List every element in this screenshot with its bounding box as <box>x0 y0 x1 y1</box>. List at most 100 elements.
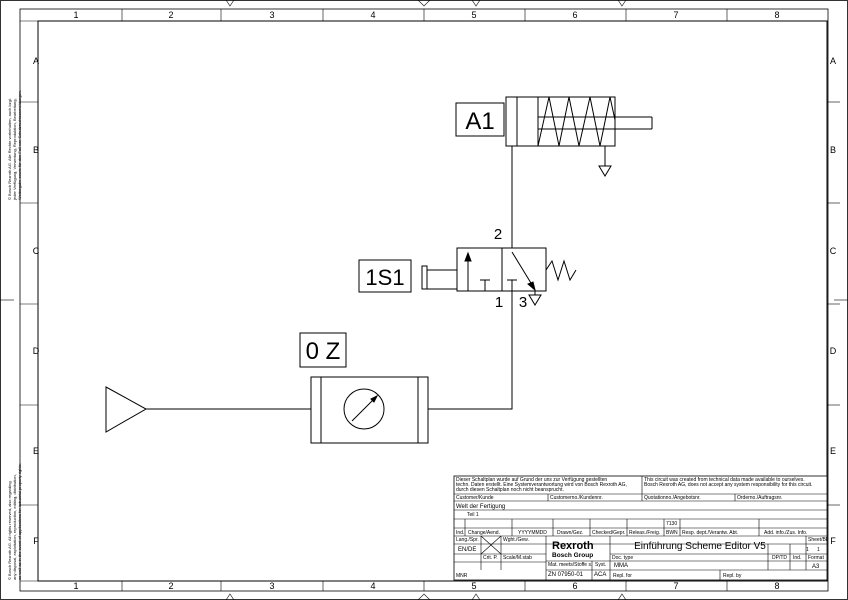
format-label: Format <box>808 555 824 561</box>
order-label: Orderno./Auftragsnr. <box>737 495 782 501</box>
valve-label: 1S1 <box>365 265 404 290</box>
row-label: B <box>830 145 836 155</box>
pressure-source-icon <box>105 386 148 433</box>
scale-label: Scale/M.stab <box>503 555 532 561</box>
row-label: F <box>830 536 836 546</box>
row-labels-left: A B C D E F <box>33 56 40 546</box>
column-label: 4 <box>370 581 375 591</box>
row-label: A <box>830 56 836 66</box>
valve-tag: 1S1 <box>358 259 412 293</box>
dpitd-label: DP/TD <box>772 555 787 561</box>
valve-port-1-label: 1 <box>495 294 503 311</box>
column-label: 7 <box>673 10 678 20</box>
pneumatic-lines <box>146 146 513 410</box>
column-label: 6 <box>572 581 577 591</box>
customer-no-label: Customerno./Kundennr. <box>550 495 603 501</box>
brand-logo: Rexroth <box>552 540 594 552</box>
title-block-text: Dieser Schaltplan wurde auf Grund der un… <box>456 477 828 579</box>
column-label: 7 <box>673 581 678 591</box>
cylinder-tag: A1 <box>455 102 505 137</box>
column-label: 3 <box>269 581 274 591</box>
column-labels-bottom: 1 2 3 4 5 6 7 8 <box>73 581 779 591</box>
copyright-line: as well as in the event of applications … <box>17 463 22 580</box>
column-label: 5 <box>471 581 476 591</box>
column-label: 6 <box>572 10 577 20</box>
column-labels-top: 1 2 3 4 5 6 7 8 <box>73 10 779 20</box>
mnr-label: MNR <box>456 573 468 579</box>
cylinder-label: A1 <box>465 108 494 135</box>
note-de-line: Dieser Schaltplan wurde auf Grund der un… <box>456 477 607 483</box>
pressure-gauge-icon <box>343 388 385 430</box>
note-de-line: durch diesen Schaltplan noch nicht beans… <box>456 487 564 493</box>
ind-label: Ind. <box>456 530 464 536</box>
row-label: F <box>33 536 39 546</box>
copyright-line: any disposal, exploitation, reproduction… <box>12 474 17 580</box>
row-label: B <box>33 145 39 155</box>
single-acting-cylinder <box>505 96 653 177</box>
sheet-label: Sheet/Bl. <box>808 537 828 543</box>
row-label: D <box>830 346 837 356</box>
directional-valve <box>421 247 577 306</box>
column-label: 5 <box>471 10 476 20</box>
column-label: 1 <box>73 10 78 20</box>
column-label: 8 <box>774 581 779 591</box>
doc-type-value: MMA <box>614 563 628 569</box>
title-block <box>453 475 828 581</box>
row-label: A <box>33 56 39 66</box>
column-label: 2 <box>168 581 173 591</box>
resp-dept-label: Resp. dept./Verantw. Abt. <box>682 530 738 536</box>
valve-port-3-label: 3 <box>519 294 527 311</box>
crit-label: Crit. P. <box>483 555 498 561</box>
note-en-line: This circuit was created from technical … <box>644 477 805 483</box>
bwn-label: BWN <box>666 530 678 536</box>
copyright-line: © Bosch Rexroth AG. Alle Rechte vorbehal… <box>7 98 12 200</box>
note-de-line: techn. Daten erstellt. Eine Systemverant… <box>456 482 627 488</box>
drawn-label: Drawn/Gez. <box>557 530 583 536</box>
date-label: YYYYMMDD <box>518 530 547 536</box>
column-label: 3 <box>269 10 274 20</box>
column-label: 1 <box>73 581 78 591</box>
release-label: Releas./Freig. <box>629 530 660 536</box>
lang-value: EN/DE <box>458 547 476 553</box>
row-label: C <box>830 246 837 256</box>
lang-label: Lang./Spr. <box>456 537 479 543</box>
repl-for-label: Repl. for <box>613 573 632 579</box>
syst-value: ACA <box>594 572 606 578</box>
row-label: E <box>830 446 836 456</box>
format-value: A3 <box>812 564 820 570</box>
column-label: 8 <box>774 10 779 20</box>
weight-label: Wght./Gew. <box>503 537 529 543</box>
row-label: E <box>33 446 39 456</box>
part-label: Teil 1 <box>467 512 479 518</box>
copyright-note-top: © Bosch Rexroth AG. Alle Rechte vorbehal… <box>7 90 22 201</box>
copyright-note-bottom: © Bosch Rexroth AG. All rights reserved,… <box>7 463 22 580</box>
service-unit-tag: 0 Z <box>299 332 347 368</box>
brand-sub: Bosch Group <box>552 552 593 559</box>
sheet-value: 1 <box>806 547 809 553</box>
row-label: D <box>33 346 40 356</box>
mat-label: Mat. meets/Stoffe s. <box>548 562 592 568</box>
row-labels-right: A B C D E F <box>830 56 837 546</box>
change-label: Change/Aend. <box>468 530 500 536</box>
copyright-line: Weitergabe sowie für den Fall von Schutz… <box>17 90 22 200</box>
copyright-line: © Bosch Rexroth AG. All rights reserved,… <box>7 481 12 580</box>
quotation-label: Quotationno./Angebotsnr. <box>644 495 701 501</box>
sheet-total: 1 <box>817 547 820 553</box>
customer-label: Customer/Kunde <box>456 495 494 501</box>
customer-value: Welt der Fertigung <box>456 504 505 510</box>
mat-value: ZN 07950-01 <box>548 572 584 578</box>
syst-label: Syst. <box>595 562 606 568</box>
note-en-line: Bosch Rexroth AG, does not accept any sy… <box>644 482 812 488</box>
service-unit-label: 0 Z <box>306 338 341 365</box>
column-label: 4 <box>370 10 375 20</box>
row-ticks <box>20 101 840 506</box>
ind2-label: Ind. <box>793 555 801 561</box>
copyright-line: jeder Verfügung, Verwertung, Reproduktio… <box>12 98 17 201</box>
drawing-title: Einführung Scheme Editor V5 <box>634 541 766 552</box>
repl-by-label: Repl. by <box>723 573 742 579</box>
checked-label: Checked/Gepr. <box>592 530 625 536</box>
column-ticks <box>121 9 728 591</box>
add-info-label: Add. info./Zus. Info. <box>764 530 807 536</box>
